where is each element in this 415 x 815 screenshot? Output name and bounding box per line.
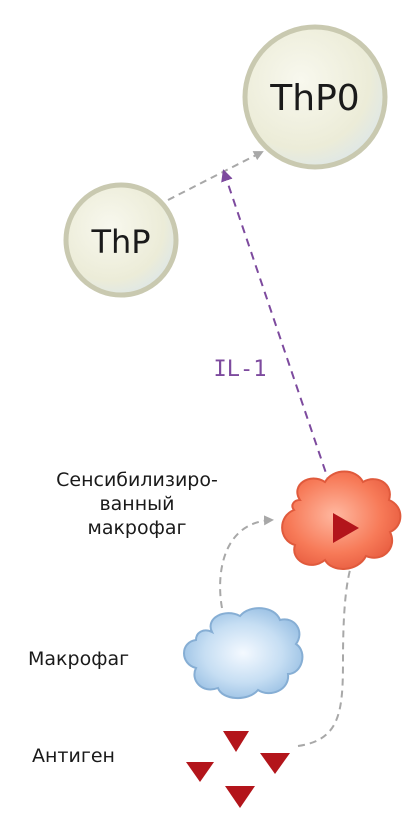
- antigen-triangle-icon: [223, 731, 249, 752]
- antigen-triangle-icon: [260, 753, 290, 774]
- cell-thp-label: ThP: [90, 223, 150, 261]
- antigen-triangle-icon: [186, 762, 214, 782]
- arrow-macrophage-to-sensitized: [219, 515, 274, 609]
- antigen-triangle-icon: [225, 786, 255, 808]
- arrow-antigen-to-sensitized: [297, 569, 351, 747]
- il1-label: IL-1: [214, 357, 267, 382]
- sensitized-macrophage: [281, 470, 402, 570]
- arrow-il1-signal: [221, 169, 331, 486]
- macrophage-label: Макрофаг: [28, 648, 130, 670]
- antigen-inside-macrophage-icon: [333, 513, 359, 543]
- cell-thp0: [242, 24, 388, 170]
- sensitized-label-line2: ванный: [99, 493, 175, 515]
- antigen-group: [186, 731, 290, 808]
- cell-thp: [63, 182, 179, 298]
- cell-thp0-label: ThP0: [269, 78, 359, 119]
- macrophage-cloud: [183, 607, 304, 699]
- sensitized-macrophage-label: Сенсибилизиро- ванный макрофаг: [12, 468, 262, 540]
- sensitized-label-line1: Сенсибилизиро-: [56, 469, 218, 491]
- arrow-thp-to-thp0: [167, 151, 264, 201]
- sensitized-label-line3: макрофаг: [87, 517, 187, 539]
- antigen-label: Антиген: [32, 745, 115, 767]
